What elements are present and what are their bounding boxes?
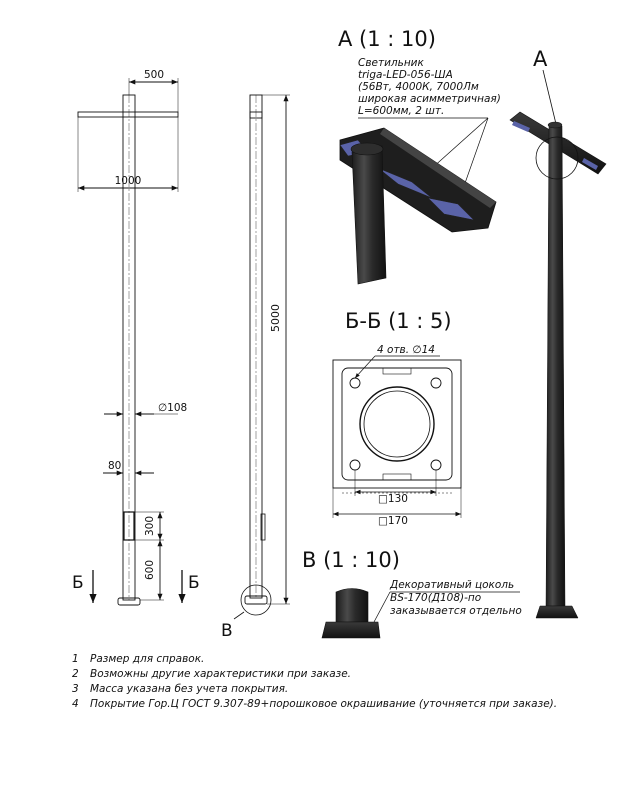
- note-number: 1: [72, 653, 79, 665]
- side-arm-stub: [249, 111, 263, 119]
- note-number: 4: [72, 698, 79, 710]
- dim-1000-label: 1000: [115, 175, 142, 187]
- detail-b-pole: [335, 588, 369, 623]
- callout-a-label: А: [533, 47, 548, 71]
- dim-600-label: 600: [144, 560, 156, 580]
- note-text: Размер для справок.: [90, 653, 205, 665]
- led-module: [427, 197, 475, 221]
- dim-diameter-label: ∅108: [158, 402, 187, 414]
- base-plate-inner: [341, 367, 453, 481]
- note-item: 1 Размер для справок.: [72, 652, 632, 667]
- note-number: 3: [72, 683, 79, 695]
- front-service-door: [123, 511, 135, 541]
- front-view-labels: 500 1000 ∅108 80 300 600 Б Б: [72, 69, 200, 593]
- dim-130-label: □130: [378, 493, 408, 505]
- note-item: 3 Масса указана без учета покрытия.: [72, 682, 632, 697]
- section-bb-title: Б-Б (1 : 5): [345, 309, 452, 333]
- render-base: [535, 605, 579, 619]
- detail-a-desc-line: triga-LED-056-ША: [358, 69, 453, 81]
- detail-a-title: А (1 : 10): [338, 27, 436, 51]
- section-bb: Б-Б (1 : 5) 4 отв. ∅14 □130 □170: [332, 309, 462, 527]
- section-mark-left: Б: [72, 573, 84, 593]
- mount-hole: [349, 377, 361, 389]
- detail-b-title: В (1 : 10): [302, 548, 400, 572]
- detail-a-desc-line: широкая асимметричная): [358, 93, 501, 105]
- side-base: [244, 595, 268, 605]
- note-item: 4 Покрытие Гор.Ц ГОСТ 9.307-89+порошково…: [72, 697, 632, 712]
- front-view: [77, 78, 186, 606]
- note-text: Покрытие Гор.Ц ГОСТ 9.307-89+порошковое …: [90, 698, 558, 710]
- dim-80-label: 80: [108, 460, 121, 472]
- dim-300-label: 300: [144, 516, 156, 536]
- note-item: 2 Возможны другие характеристики при зак…: [72, 667, 632, 682]
- detail-a-circle: [535, 136, 579, 180]
- render-3d: А: [509, 47, 607, 619]
- mount-hole: [430, 459, 442, 471]
- front-base: [117, 597, 141, 606]
- mount-hole: [349, 459, 361, 471]
- render-pole: [545, 125, 566, 607]
- mount-hole: [430, 377, 442, 389]
- decorative-base: [321, 621, 381, 639]
- detail-b-circle: [240, 584, 272, 616]
- note-text: Масса указана без учета покрытия.: [90, 683, 289, 695]
- side-view-labels: 5000 В: [221, 304, 282, 641]
- detail-b-desc-line: Декоративный цоколь: [389, 579, 514, 591]
- section-mark-right: Б: [188, 573, 200, 593]
- holes-note: 4 отв. ∅14: [377, 344, 435, 356]
- front-arm: [77, 111, 179, 118]
- notes-list: 1 Размер для справок. 2 Возможны другие …: [72, 652, 632, 712]
- detail-a: А (1 : 10) Светильник triga-LED-056-ША (…: [338, 27, 501, 285]
- detail-b-desc-line: заказывается отдельно: [390, 605, 522, 617]
- detail-a-pole: [351, 145, 387, 285]
- led-module: [377, 167, 433, 199]
- dim-500-label: 500: [144, 69, 164, 81]
- dim-170-label: □170: [378, 515, 408, 527]
- detail-b: В (1 : 10) Декоративный цоколь BS-170(Д1…: [302, 548, 522, 639]
- detail-a-desc-line: L=600мм, 2 шт.: [358, 105, 444, 117]
- detail-b-desc-line: BS-170(Д108)-по: [390, 592, 481, 604]
- base-plate-outer: [332, 359, 462, 489]
- detail-a-desc-line: Светильник: [358, 57, 425, 69]
- side-door: [260, 513, 266, 541]
- side-view: [233, 94, 290, 620]
- pole-section: [359, 386, 435, 462]
- note-text: Возможны другие характеристики при заказ…: [90, 668, 352, 680]
- note-number: 2: [72, 668, 79, 680]
- detail-a-desc-line: (56Вт, 4000К, 7000Лм: [358, 81, 479, 93]
- callout-b-label: В: [221, 621, 233, 641]
- dim-5000-label: 5000: [269, 304, 282, 332]
